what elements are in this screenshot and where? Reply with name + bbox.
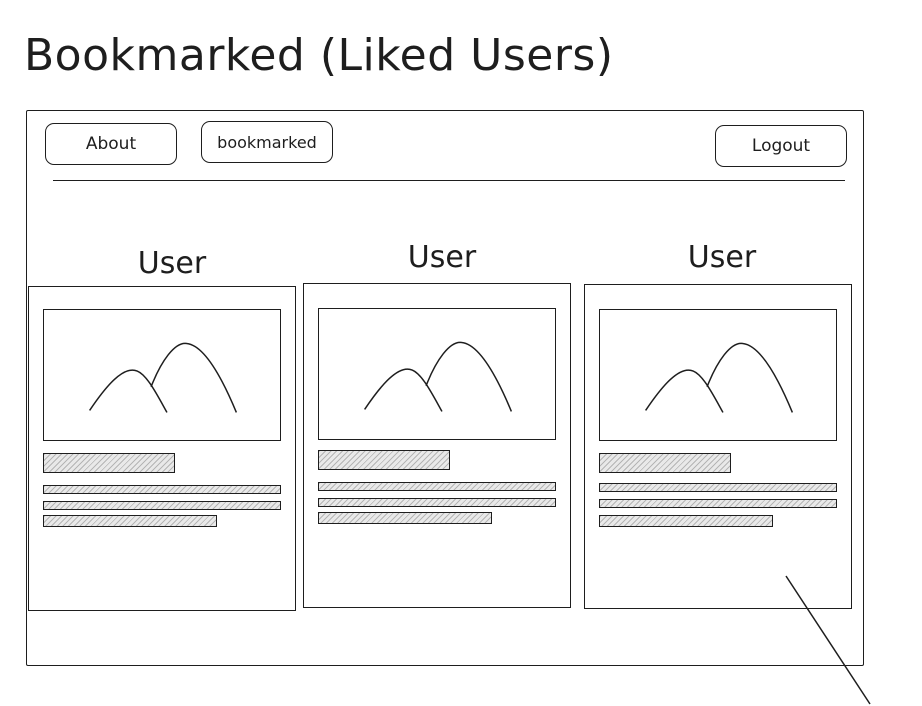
text-line — [599, 499, 837, 508]
text-line — [599, 515, 773, 527]
name-bar — [318, 450, 450, 470]
bookmarked-button[interactable]: bookmarked — [201, 121, 333, 163]
text-line — [599, 483, 837, 492]
user-card[interactable] — [303, 283, 571, 608]
page-title: Bookmarked (Liked Users) — [24, 30, 614, 81]
app-window: About bookmarked Logout — [26, 110, 864, 666]
image-placeholder-icon — [43, 309, 281, 441]
nav-divider — [53, 180, 845, 181]
name-bar — [43, 453, 175, 473]
card-user-label: User — [407, 240, 477, 275]
card-user-label: User — [687, 240, 757, 275]
image-placeholder-icon — [599, 309, 837, 441]
text-line — [43, 501, 281, 510]
logout-button[interactable]: Logout — [715, 125, 847, 167]
image-placeholder-icon — [318, 308, 556, 440]
text-line — [43, 485, 281, 494]
text-line — [318, 482, 556, 491]
card-user-label: User — [137, 246, 207, 281]
name-bar — [599, 453, 731, 473]
text-line — [318, 512, 492, 524]
about-button[interactable]: About — [45, 123, 177, 165]
text-line — [43, 515, 217, 527]
text-line — [318, 498, 556, 507]
user-card[interactable] — [28, 286, 296, 611]
user-card[interactable] — [584, 284, 852, 609]
